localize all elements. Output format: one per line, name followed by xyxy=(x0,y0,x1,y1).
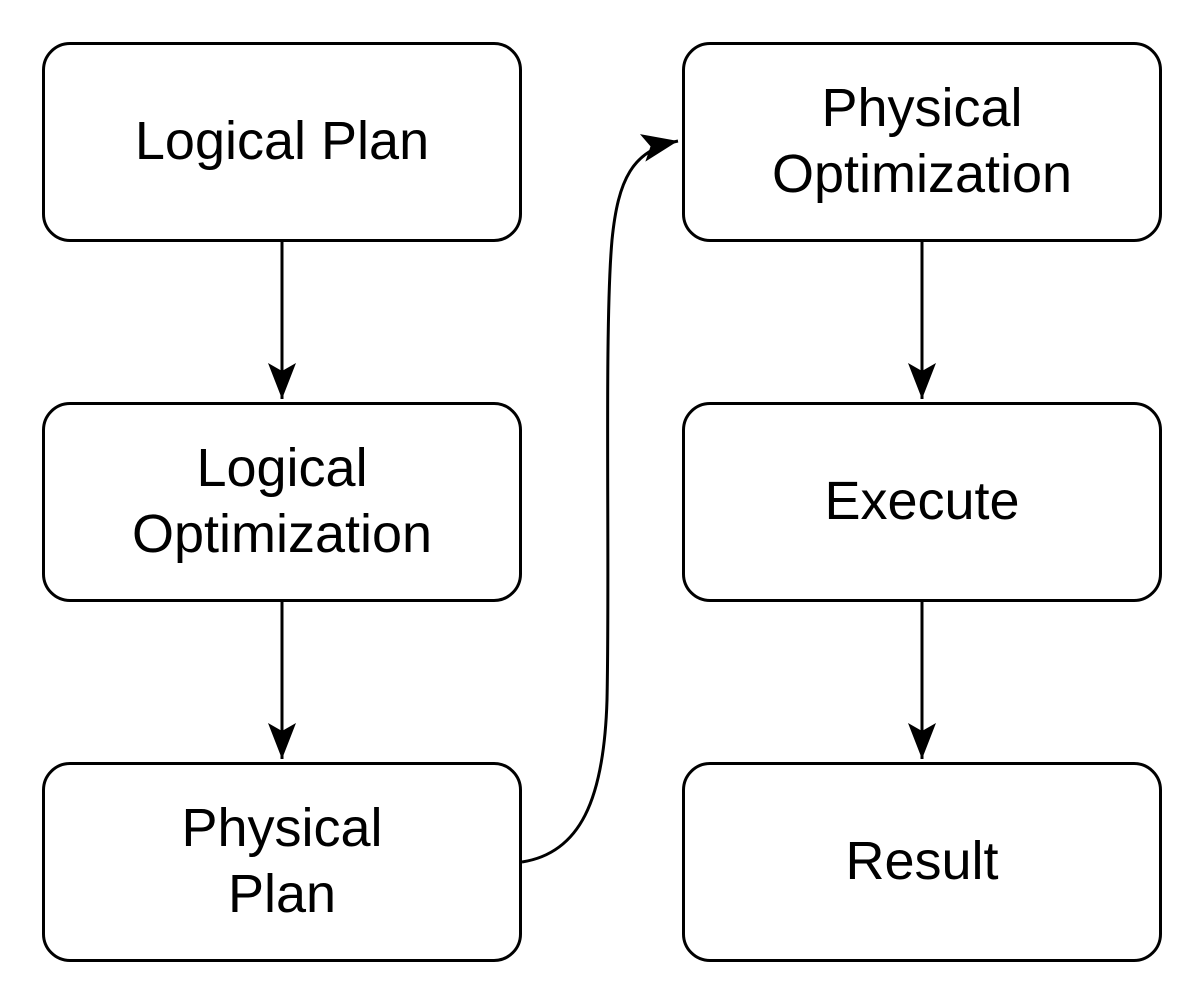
node-logical-plan-label: Logical Plan xyxy=(134,111,430,172)
node-execute: Execute xyxy=(682,402,1162,602)
node-execute-label: Execute xyxy=(824,471,1020,532)
node-physical-plan-label: Physical Plan xyxy=(181,798,383,924)
node-physical-optimization: Physical Optimization xyxy=(682,42,1162,242)
node-result: Result xyxy=(682,762,1162,962)
edge-physical-plan-to-physical-optimization xyxy=(521,134,679,864)
node-result-label: Result xyxy=(845,831,999,892)
node-physical-plan: Physical Plan xyxy=(42,762,522,962)
node-logical-plan: Logical Plan xyxy=(42,42,522,242)
node-physical-optimization-label: Physical Optimization xyxy=(771,78,1073,204)
node-logical-optimization: Logical Optimization xyxy=(42,402,522,602)
node-logical-optimization-label: Logical Optimization xyxy=(131,438,433,564)
